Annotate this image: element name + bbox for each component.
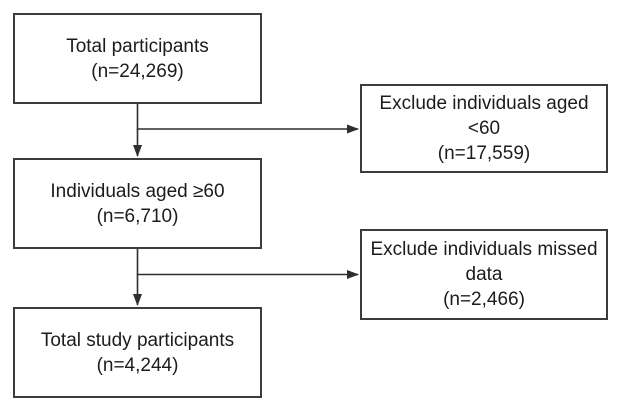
box-exclude-under-60-label-line2: <60 [467,118,501,139]
box-aged-60-plus: Individuals aged ≥60 (n=6,710) [13,158,262,249]
box-aged-60-plus-count: (n=6,710) [96,205,179,227]
box-exclude-missed-data: Exclude individuals missed data (n=2,466… [360,229,608,320]
box-aged-60-plus-label: Individuals aged ≥60 [50,180,225,202]
box-exclude-missed-data-label-line1: Exclude individuals missed [370,239,598,260]
box-total-study-participants: Total study participants (n=4,244) [13,307,262,398]
box-exclude-under-60-label-line1: Exclude individuals aged [379,93,589,114]
box-total-study-participants-label: Total study participants [40,329,235,351]
box-total-participants-label: Total participants [66,35,209,57]
box-total-study-participants-count: (n=4,244) [96,354,179,376]
box-exclude-missed-data-label-line2: data [465,264,503,285]
box-total-participants-count: (n=24,269) [91,60,184,82]
box-exclude-under-60: Exclude individuals aged <60 (n=17,559) [360,84,608,173]
box-exclude-under-60-count: (n=17,559) [437,143,531,164]
box-total-participants: Total participants (n=24,269) [13,13,262,104]
box-exclude-missed-data-count: (n=2,466) [443,289,525,310]
